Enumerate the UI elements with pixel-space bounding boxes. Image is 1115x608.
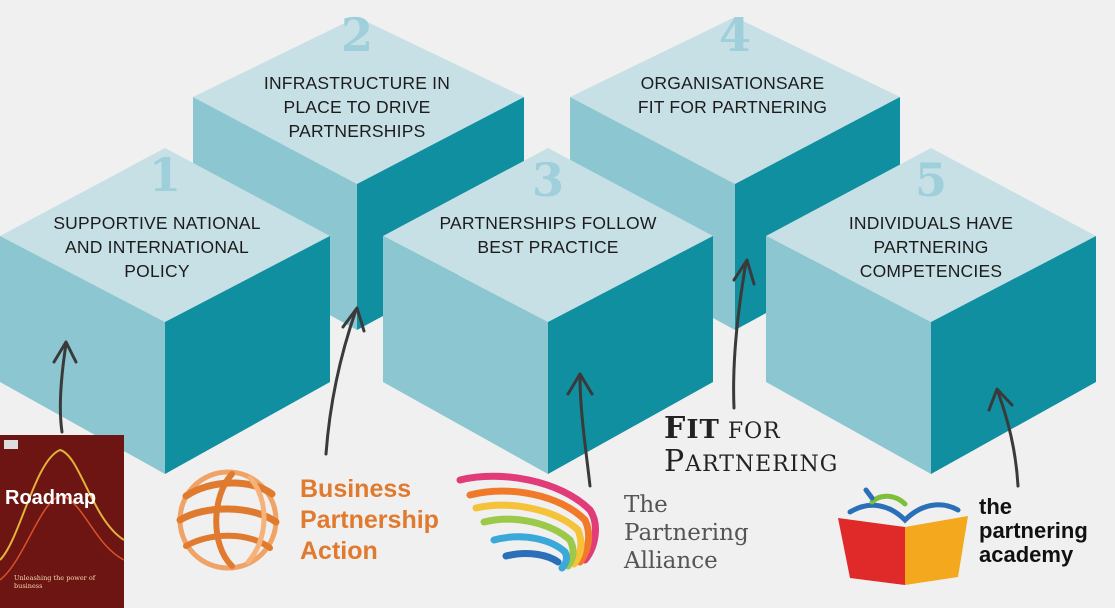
arrow-to-block-3 bbox=[566, 372, 594, 488]
block-5-top bbox=[766, 148, 1096, 322]
block-3-label: PARTNERSHIPS FOLLOW BEST PRACTICE bbox=[439, 213, 657, 257]
partnering-rest: ARTNERING bbox=[685, 452, 839, 477]
bpa-line-1: Business bbox=[300, 475, 412, 503]
tpa-logo-text: The Partnering Alliance bbox=[624, 491, 749, 575]
block-1-right bbox=[165, 236, 330, 474]
block-2-number: 2 bbox=[340, 8, 373, 62]
partnering-big-p: P bbox=[664, 444, 686, 479]
academy-line-1: the bbox=[979, 494, 1012, 519]
tpa-swirl-icon bbox=[456, 472, 599, 572]
bpa-line-2: Partnership bbox=[300, 506, 439, 534]
block-1-top bbox=[0, 148, 330, 322]
academy-book-icon bbox=[838, 487, 968, 585]
tpa-line-3: Alliance bbox=[624, 548, 718, 574]
block-5-right bbox=[931, 236, 1096, 474]
academy-line-2: partnering bbox=[979, 518, 1088, 543]
academy-logo-text: the partnering academy bbox=[979, 495, 1088, 567]
block-4-label: ORGANISATIONSARE FIT FOR PARTNERING bbox=[637, 73, 828, 117]
block-3-top bbox=[383, 148, 713, 322]
block-5-label: INDIVIDUALS HAVE PARTNERING COMPETENCIES bbox=[848, 213, 1014, 281]
arrow-to-block-1 bbox=[52, 340, 78, 434]
block-3-left bbox=[383, 236, 548, 474]
fit-rest: IT bbox=[686, 415, 720, 445]
block-4-number: 4 bbox=[718, 8, 751, 62]
tpa-line-1: The bbox=[624, 492, 668, 518]
roadmap-subtitle: Unleashing the power of business bbox=[14, 574, 96, 590]
bpa-line-3: Action bbox=[300, 537, 378, 565]
block-3-number: 3 bbox=[531, 153, 564, 207]
block-1 bbox=[0, 148, 330, 474]
block-5-left bbox=[766, 236, 931, 474]
arrow-to-block-2 bbox=[324, 306, 366, 456]
academy-line-3: academy bbox=[979, 542, 1074, 567]
fit-for-partnering-logo: FIT FOR PARTNERING bbox=[664, 414, 838, 480]
block-3-right bbox=[548, 236, 713, 474]
block-2-top bbox=[193, 17, 524, 184]
roadmap-title: Roadmap bbox=[5, 487, 97, 509]
block-5-number: 5 bbox=[914, 153, 947, 207]
block-4-top bbox=[570, 17, 900, 184]
fit-for: FOR bbox=[719, 419, 781, 444]
block-5 bbox=[766, 148, 1096, 474]
roadmap-report-cover bbox=[0, 435, 125, 608]
block-1-label: SUPPORTIVE NATIONAL AND INTERNATIONAL PO… bbox=[53, 213, 261, 281]
tpa-line-2: Partnering bbox=[624, 520, 749, 546]
block-3 bbox=[383, 148, 713, 474]
block-1-number: 1 bbox=[148, 148, 181, 202]
block-2-label: INFRASTRUCTURE IN PLACE TO DRIVE PARTNER… bbox=[263, 73, 451, 141]
block-1-left bbox=[0, 236, 165, 474]
fit-big-f: F bbox=[664, 411, 687, 446]
arrow-to-block-5 bbox=[987, 387, 1020, 488]
bpa-logo-text: Business Partnership Action bbox=[300, 474, 439, 567]
bpa-globe-icon bbox=[176, 469, 280, 571]
arrow-to-block-4 bbox=[732, 258, 756, 410]
